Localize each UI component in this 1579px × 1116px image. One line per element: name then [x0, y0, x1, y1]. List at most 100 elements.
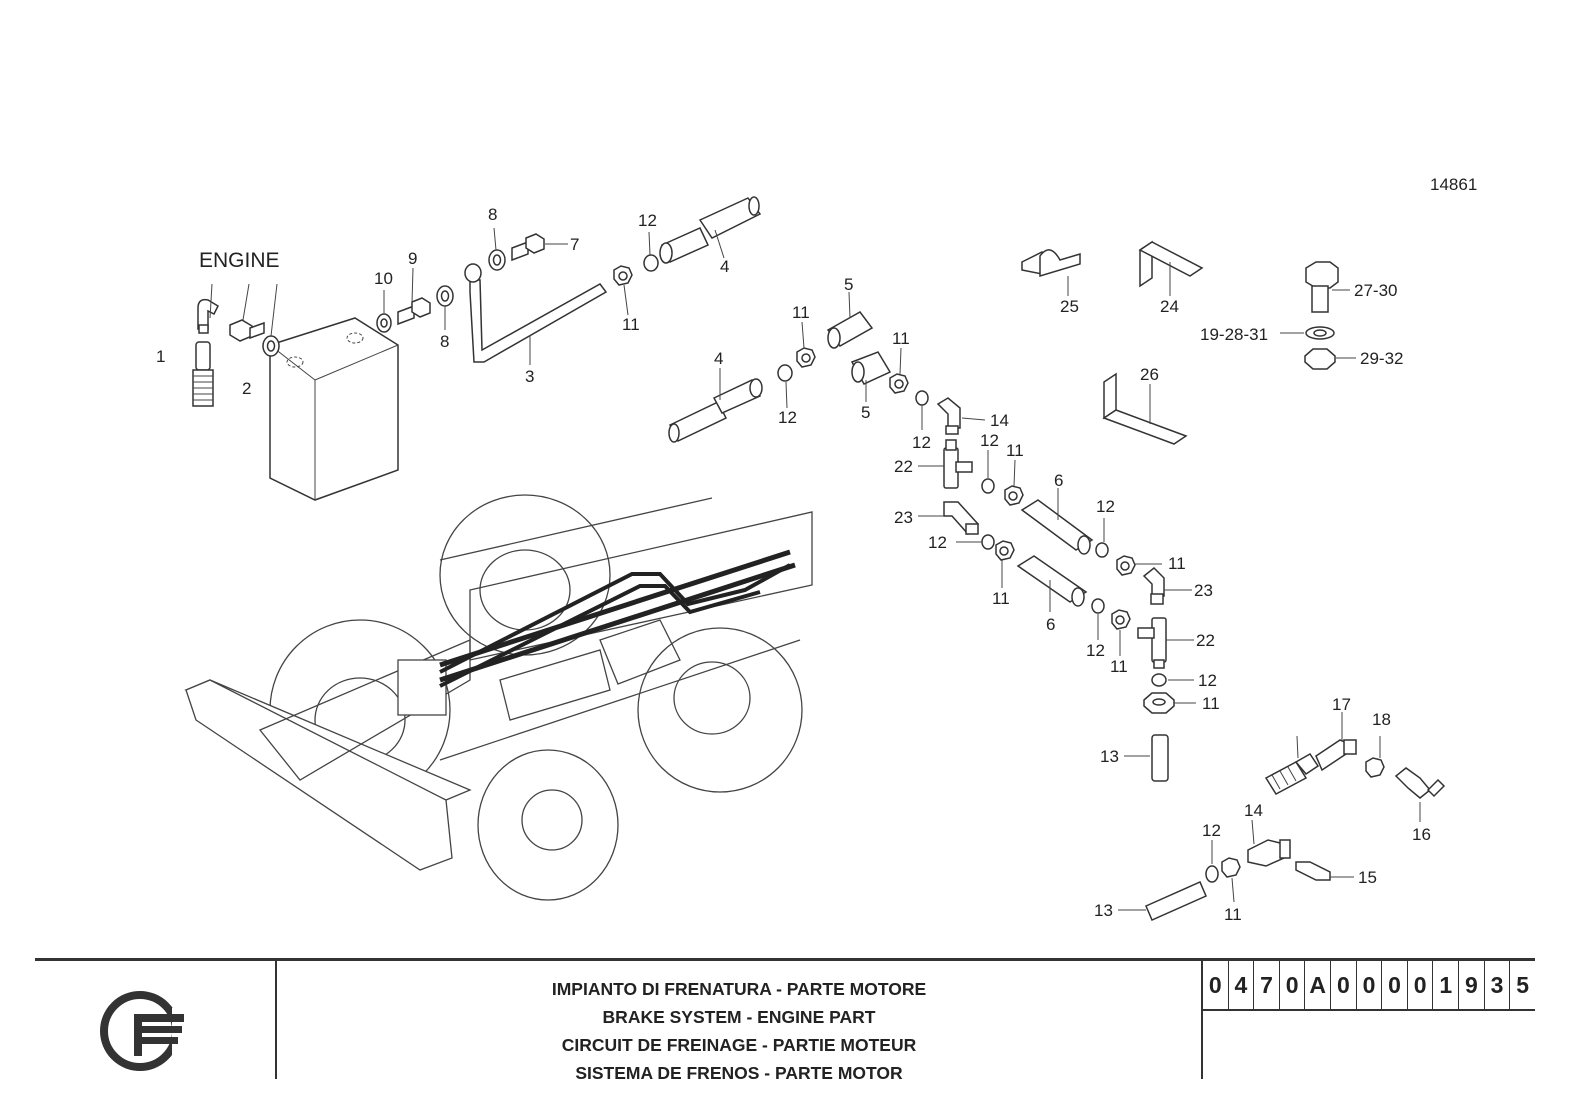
- svg-text:12: 12: [1202, 821, 1221, 840]
- nut-18: [1365, 757, 1385, 778]
- svg-text:8: 8: [488, 205, 497, 224]
- clamp-25: [1021, 249, 1081, 278]
- bolt-7: [511, 233, 545, 262]
- tee-22a: [943, 439, 973, 489]
- truck-chassis-illustration: [184, 494, 813, 901]
- bolt-27-30: [1305, 261, 1339, 313]
- svg-text:22: 22: [894, 457, 913, 476]
- svg-text:26: 26: [1140, 365, 1159, 384]
- callout-labels: 1 2 3 4 4 5 5 6 6 7 8 8 9 10 11 11 11 11…: [156, 205, 1431, 924]
- bracket-24: [1138, 240, 1204, 288]
- connector-4b: [668, 378, 763, 443]
- fitting-15: [1295, 861, 1331, 881]
- svg-text:16: 16: [1412, 825, 1431, 844]
- svg-text:4: 4: [714, 349, 723, 368]
- code-char: 4: [1229, 961, 1255, 1009]
- code-char: 0: [1280, 961, 1306, 1009]
- svg-text:7: 7: [570, 235, 579, 254]
- svg-text:11: 11: [792, 303, 810, 322]
- ferrule-12d: [981, 478, 995, 494]
- elbow-fitting: [197, 298, 219, 334]
- svg-text:22: 22: [1196, 631, 1215, 650]
- drawing-code: 0 4 7 0 A 0 0 0 0 1 9 3 5: [1203, 961, 1535, 1011]
- fitting-part-1: [192, 341, 214, 407]
- figure-number: 14861: [1430, 175, 1477, 194]
- title-block: IMPIANTO DI FRENATURA - PARTE MOTORE BRA…: [35, 958, 1535, 1083]
- code-char: 0: [1408, 961, 1434, 1009]
- logo-cell: [35, 961, 277, 1079]
- svg-text:11: 11: [1006, 441, 1024, 460]
- svg-text:5: 5: [844, 275, 853, 294]
- pipe-3: [464, 263, 608, 363]
- ferrule-12g: [1091, 598, 1105, 614]
- svg-text:14: 14: [990, 411, 1009, 430]
- code-char: 0: [1331, 961, 1357, 1009]
- connector-4a: [659, 196, 762, 264]
- svg-text:25: 25: [1060, 297, 1079, 316]
- svg-text:12: 12: [980, 431, 999, 450]
- exploded-parts-diagram: 14861 ENGINE: [156, 175, 1477, 924]
- svg-text:2: 2: [242, 379, 251, 398]
- hose-5a: [826, 311, 874, 349]
- svg-text:13: 13: [1094, 901, 1113, 920]
- svg-text:11: 11: [1202, 694, 1220, 713]
- elbow-17: [1315, 739, 1357, 772]
- ferrule-12b: [777, 364, 793, 382]
- code-char: 0: [1357, 961, 1383, 1009]
- svg-text:5: 5: [861, 403, 870, 422]
- svg-text:9: 9: [408, 249, 417, 268]
- hose-6b: [1016, 555, 1088, 607]
- ferrule-12e: [981, 534, 995, 550]
- code-char: 0: [1203, 961, 1229, 1009]
- ferrule-12f: [1095, 542, 1109, 558]
- svg-text:12: 12: [638, 211, 657, 230]
- code-char: 5: [1516, 971, 1530, 998]
- svg-text:14: 14: [1244, 801, 1263, 820]
- svg-text:12: 12: [1086, 641, 1105, 660]
- svg-text:11: 11: [992, 589, 1010, 608]
- svg-text:12: 12: [1198, 671, 1217, 690]
- hose-6a: [1020, 499, 1094, 555]
- svg-text:24: 24: [1160, 297, 1179, 316]
- svg-text:17: 17: [1332, 695, 1351, 714]
- ferrule-12a: [643, 254, 659, 272]
- pin-13b: [1145, 881, 1207, 921]
- bolt-9: [397, 297, 431, 326]
- elbow-23b: [1142, 566, 1165, 605]
- ferrule-12i: [1205, 865, 1219, 883]
- fitting-part-1b: [1264, 753, 1320, 795]
- svg-text:1: 1: [156, 347, 165, 366]
- code-char: 3: [1485, 961, 1511, 1009]
- svg-text:12: 12: [912, 433, 931, 452]
- svg-text:11: 11: [1168, 554, 1186, 573]
- svg-text:10: 10: [374, 269, 393, 288]
- title-french: CIRCUIT DE FREINAGE - PARTIE MOTEUR: [561, 1035, 917, 1055]
- svg-text:11: 11: [622, 315, 640, 334]
- svg-text:12: 12: [1096, 497, 1115, 516]
- code-char: 0: [1382, 961, 1408, 1009]
- elbow-23a: [943, 501, 980, 536]
- code-char: 9: [1459, 961, 1485, 1009]
- hose-5b: [850, 351, 892, 385]
- svg-text:15: 15: [1358, 868, 1377, 887]
- engine-block: [269, 317, 399, 501]
- svg-text:6: 6: [1054, 471, 1063, 490]
- svg-text:12: 12: [778, 408, 797, 427]
- svg-text:12: 12: [928, 533, 947, 552]
- svg-text:18: 18: [1372, 710, 1391, 729]
- fitting-16: [1394, 767, 1446, 799]
- engine-label: ENGINE: [199, 249, 280, 272]
- svg-text:23: 23: [1194, 581, 1213, 600]
- banjo-bolt: [229, 319, 265, 342]
- code-char: 1: [1433, 961, 1460, 1009]
- elbow-14b: [1247, 839, 1291, 867]
- nut-11i: [1221, 857, 1241, 878]
- svg-text:19-28-31: 19-28-31: [1200, 325, 1268, 344]
- svg-text:11: 11: [1110, 657, 1128, 676]
- ferrule-12h: [1151, 673, 1167, 687]
- elbow-14a: [936, 397, 961, 435]
- bracket-26: [1102, 372, 1188, 445]
- svg-text:11: 11: [1224, 905, 1242, 924]
- title-english: BRAKE SYSTEM - ENGINE PART: [602, 1007, 876, 1027]
- svg-text:4: 4: [720, 257, 729, 276]
